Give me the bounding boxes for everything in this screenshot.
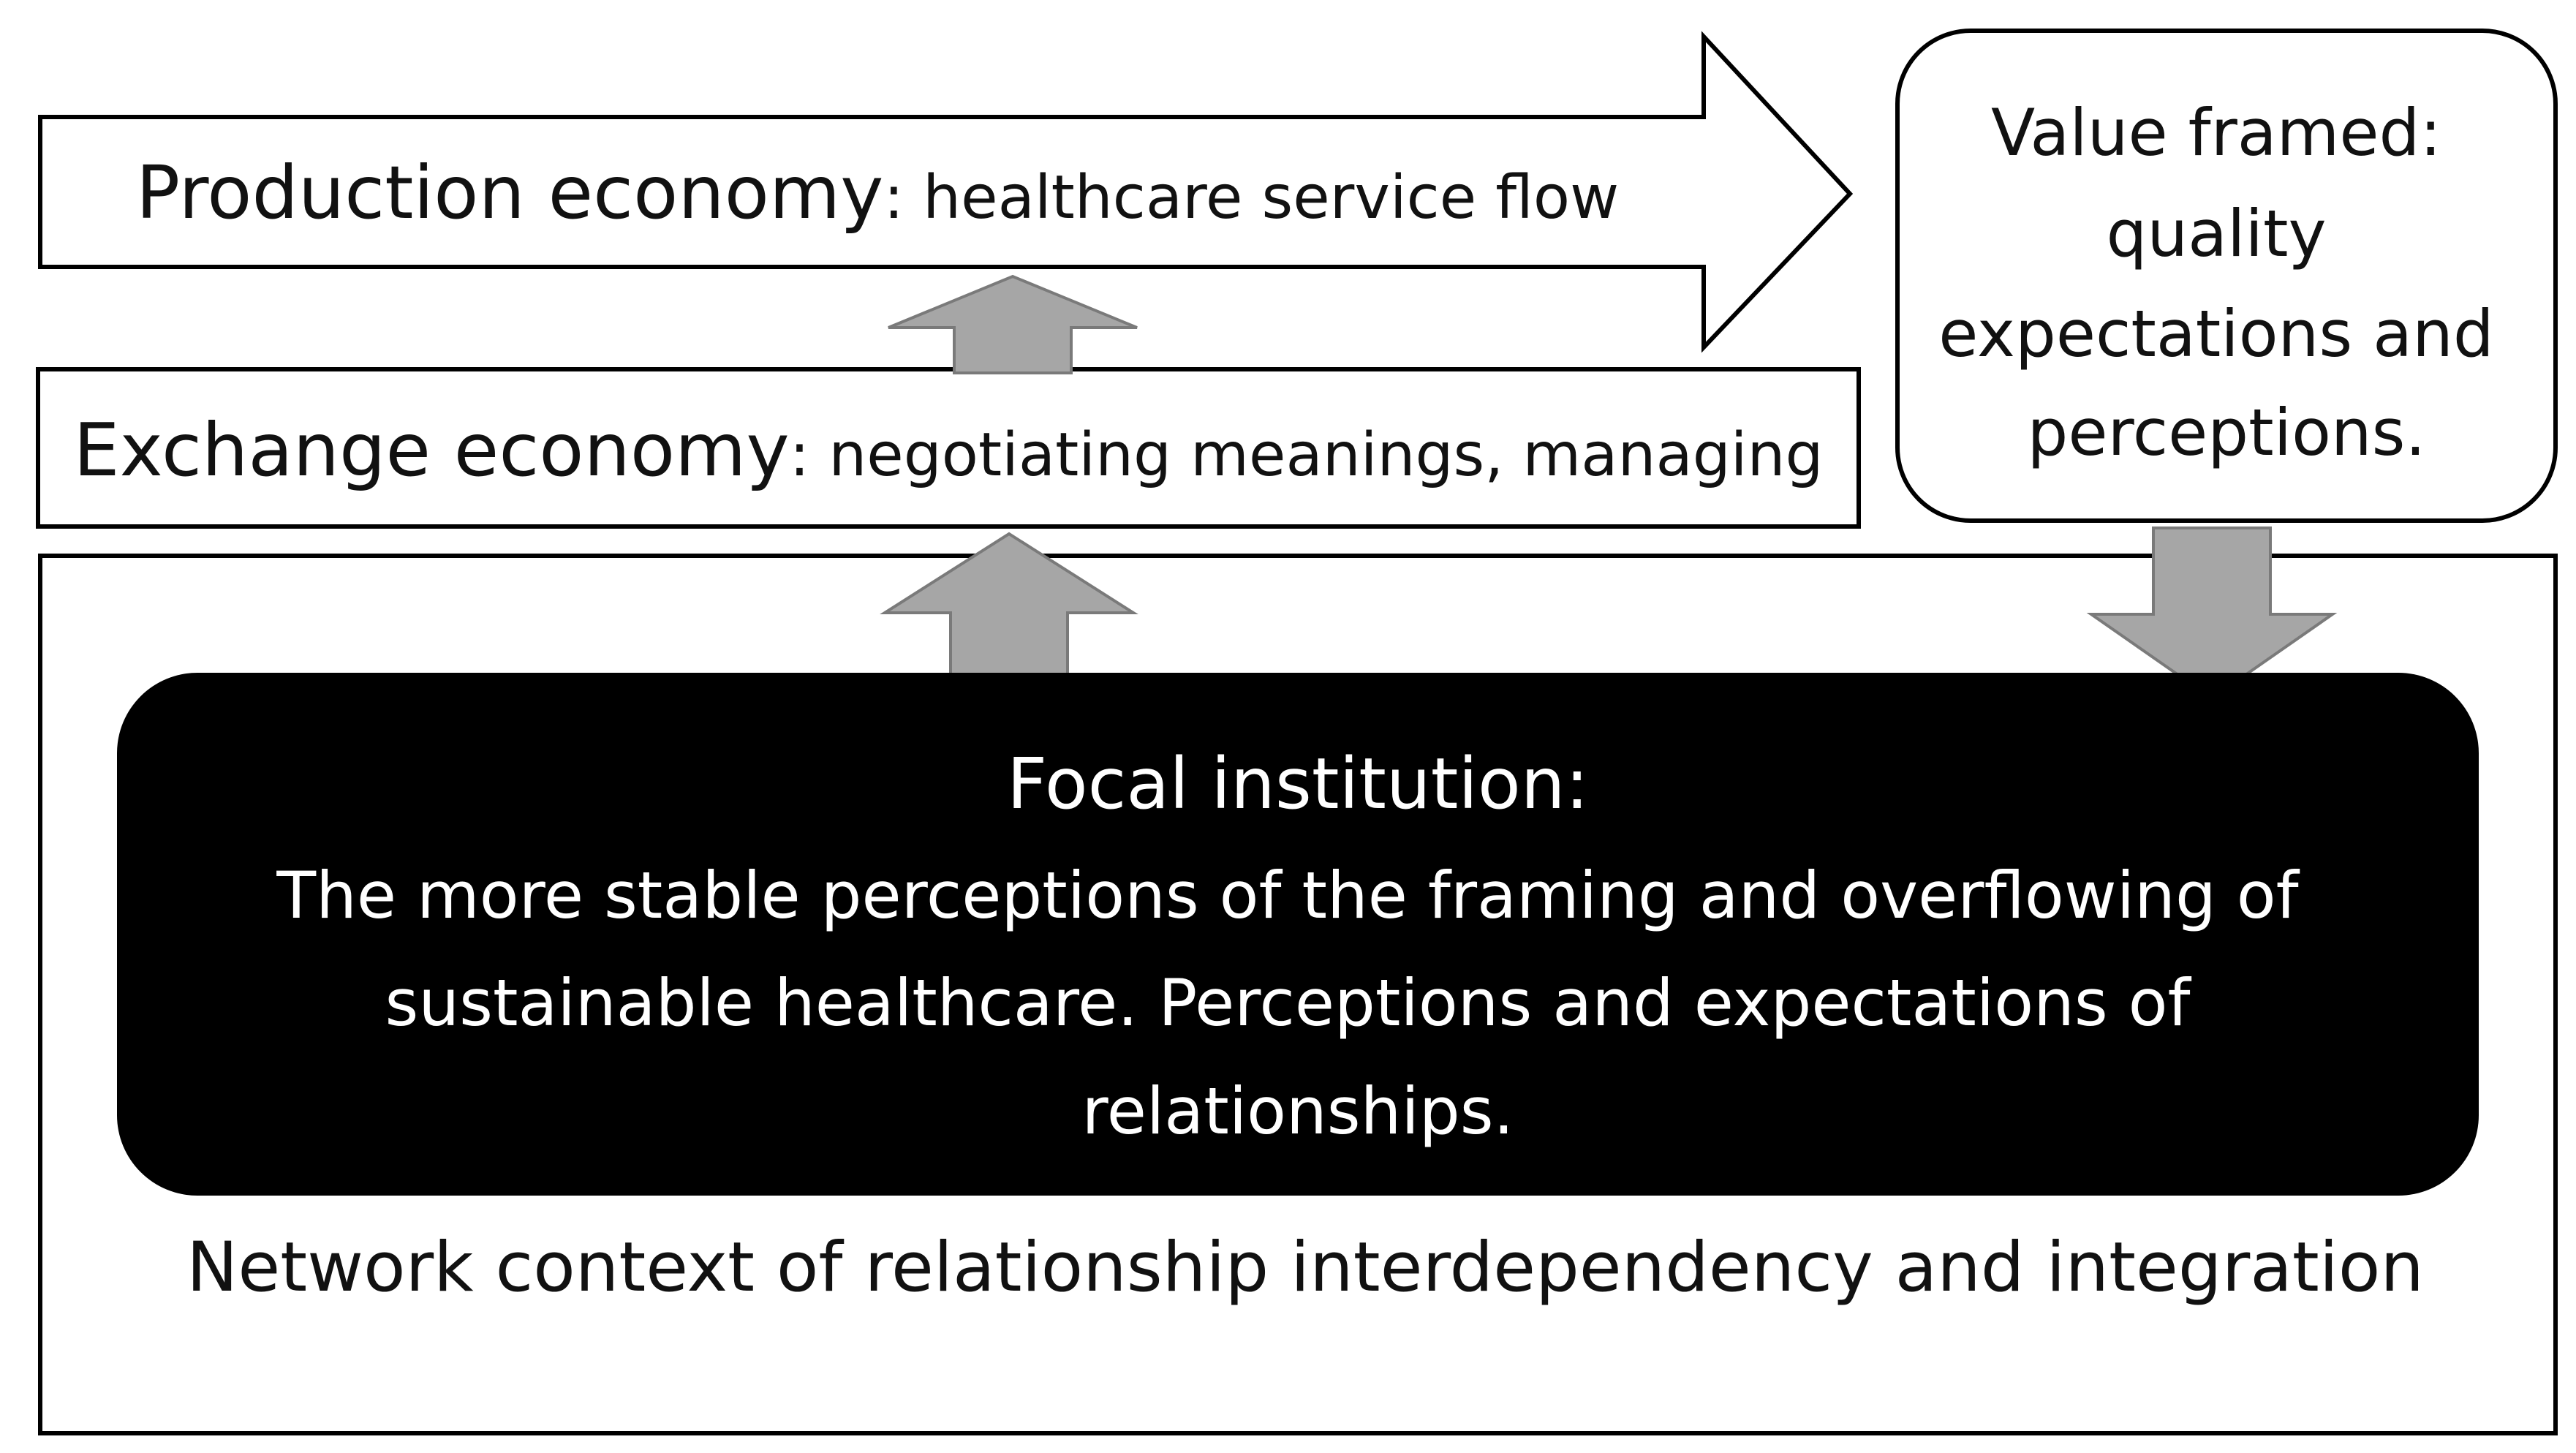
focal-institution-title: Focal institution: (1007, 743, 1589, 825)
value-to-focal-arrow (2086, 527, 2338, 701)
exchange-economy-detail: : negotiating meanings, managing (790, 420, 1824, 490)
network-context-label: Network context of relationship interdep… (186, 1228, 2424, 1307)
value-framed-line: perceptions. (2027, 395, 2425, 470)
exchange-economy-label: Exchange economy: negotiating meanings, … (73, 407, 1823, 493)
value-framed-text: Value framed: quality expectations and p… (1938, 95, 2514, 470)
production-economy-detail: : healthcare service flow (883, 163, 1619, 233)
focal-institution-box (117, 673, 2479, 1196)
focal-institution-line: relationships. (1081, 1073, 1514, 1149)
value-framed-line: quality (2106, 196, 2326, 271)
focal-institution-line: sustainable healthcare. Perceptions and … (385, 965, 2192, 1041)
exchange-to-production-arrow (888, 274, 1138, 374)
focal-institution-text: The more stable perceptions of the frami… (276, 858, 2319, 1149)
value-framed-line: Value framed: (1991, 95, 2441, 170)
value-framed-line: expectations and (1938, 296, 2493, 371)
exchange-economy-box (36, 367, 1861, 529)
production-economy-label: Production economy: healthcare service f… (136, 150, 1619, 235)
value-framed-box (1895, 29, 2558, 523)
production-economy-arrow (38, 31, 1854, 353)
exchange-economy-title: Exchange economy (73, 407, 789, 493)
production-economy-title: Production economy (136, 150, 884, 235)
focal-institution-line: The more stable perceptions of the frami… (276, 858, 2300, 933)
